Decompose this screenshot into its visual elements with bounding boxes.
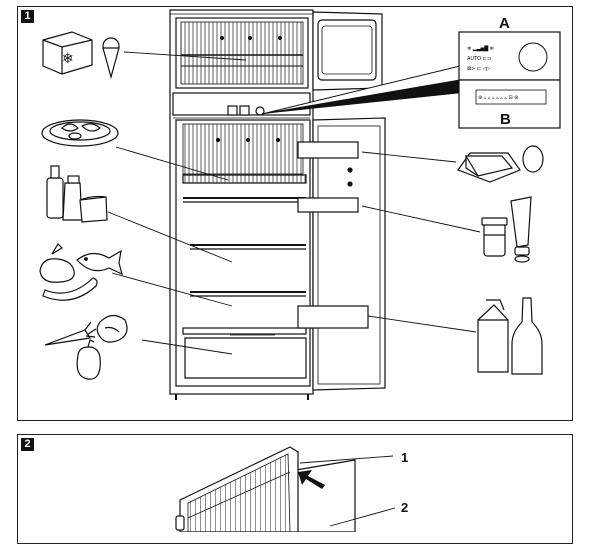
fridge-compartment — [176, 120, 310, 386]
vegetables-icon — [45, 315, 127, 379]
bottle-icon — [512, 298, 542, 374]
display-b-row: ⊛ ▵ ▵ ▵ ▵ ▵ ▵ ⊟ ⊛ — [478, 95, 518, 101]
ice-cream-icon — [103, 38, 119, 77]
display-a-row2: AUTO ⊏⊐ — [467, 56, 491, 62]
freezer-compartment — [176, 18, 308, 88]
svg-text:❄: ❄ — [62, 51, 74, 67]
milk-carton-icon — [478, 300, 508, 372]
frozen-food-icon: ❄ — [43, 32, 92, 74]
fish-sausage-icon — [40, 244, 122, 300]
freezer-door — [313, 12, 382, 90]
vent-grille-illustration — [176, 447, 355, 532]
callout-b-label: B — [500, 111, 511, 128]
meat-plate-icon — [42, 120, 118, 146]
egg-icon — [523, 146, 543, 172]
fig2-callout-2: 2 — [401, 500, 408, 515]
fig2-callout-1: 1 — [401, 450, 408, 465]
tube-icon — [511, 197, 531, 262]
display-a-row3: ⊠⊳ ⊏ ◁▷ — [467, 66, 491, 72]
butter-icon — [458, 153, 520, 182]
display-a-row1: ❄ ▂▃▅█ ❄ — [467, 45, 494, 52]
dairy-icon — [47, 166, 107, 222]
jar-icon — [482, 218, 507, 256]
callout-a-label: A — [499, 15, 510, 32]
control-strip — [173, 93, 310, 118]
illustration: A B ❄ ▂▃▅█ ❄ AUTO ⊏⊐ ⊠⊳ ⊏ ◁▷ ⊛ ▵ ▵ ▵ ▵ ▵… — [0, 0, 590, 532]
fridge — [170, 10, 385, 400]
